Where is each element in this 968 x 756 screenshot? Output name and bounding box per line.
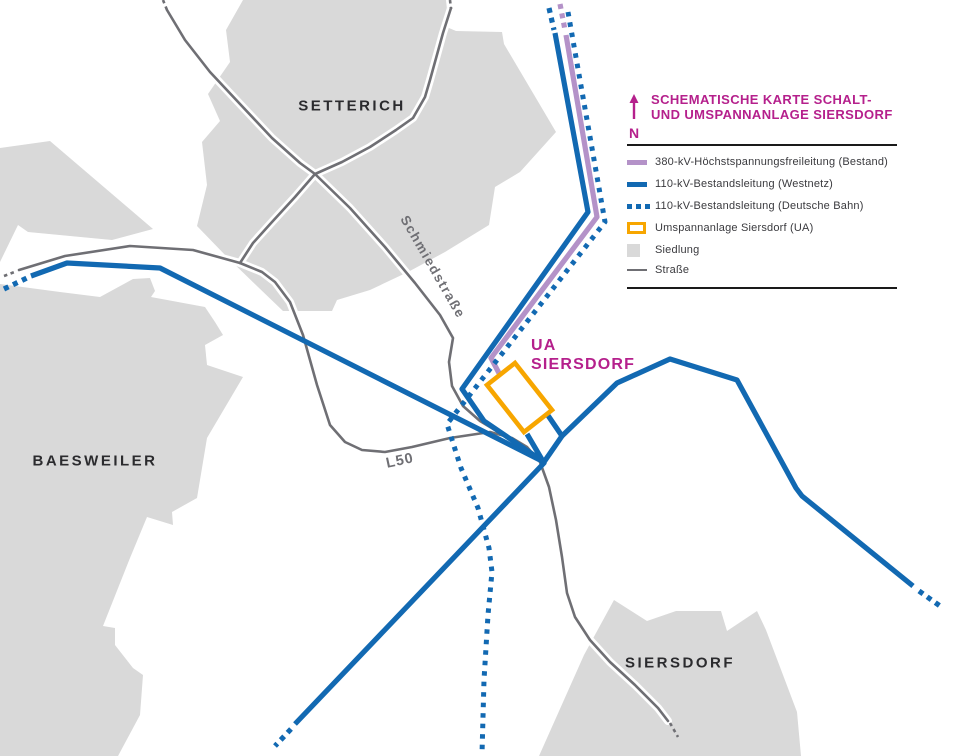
label-baesweiler: BAESWEILER <box>32 452 158 470</box>
label-ua-line1: UA <box>531 337 557 354</box>
road-l50 <box>17 244 670 723</box>
substation-marker <box>483 359 556 436</box>
label-siersdorf: SIERSDORF <box>624 654 736 672</box>
legend-swatch-siedlung <box>627 243 640 257</box>
substation-rect <box>483 359 556 436</box>
north-indicator: N <box>626 94 642 141</box>
legend-item-siedlung: Siedlung <box>627 241 699 259</box>
settlement-areas <box>0 0 801 756</box>
legend-item-strasse: Straße <box>627 261 689 279</box>
settlement-northwest <box>0 141 153 262</box>
legend: N SCHEMATISCHE KARTE SCHALT- UND UMSPANN… <box>627 92 899 289</box>
north-letter: N <box>628 125 640 141</box>
line-110kv-bahn <box>444 11 608 755</box>
line-110kv-westnetz <box>2 7 942 748</box>
roads <box>3 0 680 738</box>
legend-item-380kv: 380-kV-Höchstspannungsfreileitung (Besta… <box>627 153 888 171</box>
legend-title: SCHEMATISCHE KARTE SCHALT- UND UMSPANNAN… <box>651 92 893 122</box>
legend-swatch-substation <box>627 222 646 234</box>
label-setterich: SETTERICH <box>298 97 406 115</box>
settlement-setterich <box>197 0 556 311</box>
legend-swatch-110kv-solid <box>627 181 647 187</box>
label-ua-line2: SIERSDORF <box>531 356 636 373</box>
label-ua-siersdorf: UA SIERSDORF <box>531 336 635 374</box>
road-branch <box>238 172 317 265</box>
legend-rule-top <box>627 144 897 146</box>
legend-swatch-380kv <box>627 159 647 165</box>
legend-swatch-strasse <box>627 268 647 272</box>
legend-swatch-110kv-dotted <box>627 203 650 209</box>
line-380kv <box>488 3 600 377</box>
road-northeast <box>313 6 453 176</box>
legend-item-110kv-bahn: 110-kV-Bestandsleitung (Deutsche Bahn) <box>627 197 864 215</box>
road-schmiedstrasse <box>165 8 502 435</box>
legend-item-substation: Umspannanlage Siersdorf (UA) <box>627 219 813 237</box>
settlement-siersdorf <box>539 600 801 756</box>
north-arrow-icon <box>629 94 639 119</box>
legend-rule-bottom <box>627 287 897 289</box>
settlement-baesweiler <box>0 278 243 756</box>
legend-item-110kv-westnetz: 110-kV-Bestandsleitung (Westnetz) <box>627 175 833 193</box>
